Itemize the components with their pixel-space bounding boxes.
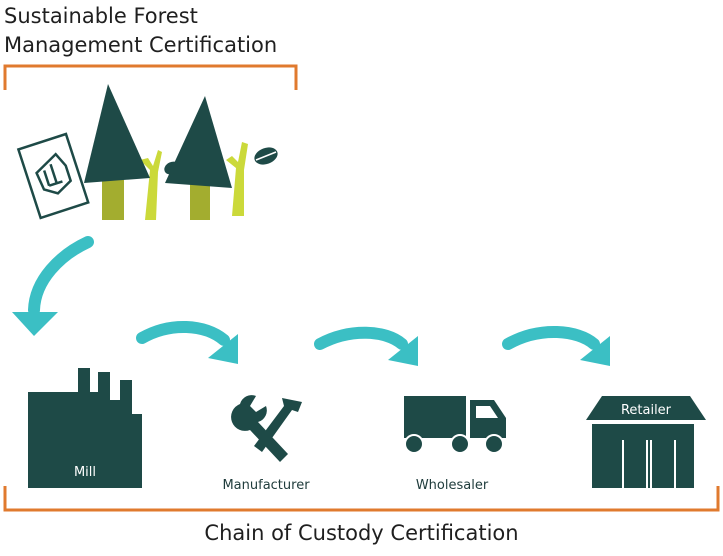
- stage-label-manufacturer: Manufacturer: [222, 478, 310, 493]
- forest-bracket: [3, 64, 298, 90]
- certificate-icon: [16, 132, 90, 220]
- forest-icon: [84, 84, 278, 220]
- arrow-manufacturer-to-wholesaler: [314, 326, 418, 366]
- truck-icon: Wholesaler: [404, 396, 506, 493]
- stage-label-retailer: Retailer: [621, 403, 672, 418]
- tree-right: [165, 96, 232, 188]
- arrow-mill-to-manufacturer: [136, 321, 238, 364]
- forest-title-line-1: Sustainable Forest: [4, 4, 198, 28]
- arrow-wholesaler-to-retailer: [502, 326, 610, 366]
- factory-icon: Mill: [28, 368, 142, 488]
- store-icon: Retailer: [586, 396, 706, 488]
- chain-of-custody-title: Chain of Custody Certification: [204, 521, 519, 545]
- sapling-left: [140, 150, 162, 220]
- stage-label-wholesaler: Wholesaler: [416, 478, 489, 493]
- tree-left: [84, 84, 150, 183]
- tree-trunk-right: [190, 180, 210, 220]
- leaf-left: [164, 161, 180, 175]
- sapling-right: [226, 142, 248, 216]
- stage-label-mill: Mill: [74, 465, 96, 480]
- arrow-forest-to-mill: [12, 236, 94, 336]
- forest-title-line-2: Management Certification: [4, 33, 278, 57]
- tools-icon: Manufacturer: [222, 395, 310, 493]
- custody-bracket: [3, 486, 720, 512]
- forest-certification-title: Sustainable Forest Management Certificat…: [4, 2, 277, 60]
- leaf-right: [254, 147, 278, 165]
- tree-trunk-left: [102, 180, 124, 220]
